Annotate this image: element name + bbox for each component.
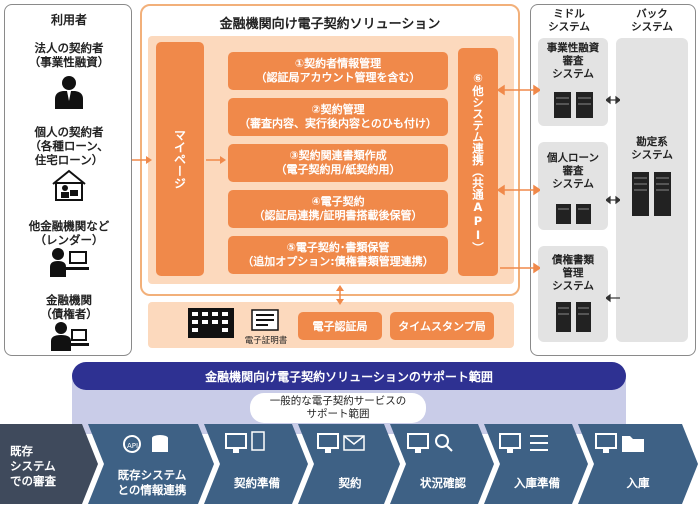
certificate-authority-button[interactable]: 電子認証局 bbox=[298, 312, 382, 340]
flow-step-info-integration bbox=[88, 424, 214, 504]
middle-system-title: ミドル システム bbox=[548, 8, 590, 33]
general-support-scope: 一般的な電子契約サービスのサポート範囲 bbox=[250, 393, 426, 423]
claim-document-system-label: 債権書類管理システム bbox=[552, 254, 594, 292]
users-title: 利用者 bbox=[50, 13, 87, 27]
other-system-integration-button[interactable]: ⑥他システム連携（共通API） bbox=[458, 48, 498, 276]
flow-label-contract: 契約 bbox=[338, 476, 362, 490]
flow-label-status: 状況確認 bbox=[420, 476, 466, 490]
monitor-search-icon bbox=[407, 433, 453, 453]
business-loan-system bbox=[538, 38, 608, 126]
function-storage[interactable]: ⑤電子契約･書類保管（追加オプション:債権書類管理連携） bbox=[228, 236, 448, 274]
function-contractor-info[interactable]: ①契約者情報管理（認証局アカウント管理を含む） bbox=[228, 52, 448, 90]
monitor-checklist-icon bbox=[499, 433, 548, 453]
flow-label-info-integration: 既存システムとの情報連携 bbox=[117, 468, 187, 497]
user-to-mypage-arrow bbox=[132, 156, 152, 164]
core-banking-system-label: 勘定系システム bbox=[631, 136, 673, 161]
process-flow: API bbox=[0, 424, 698, 504]
timestamp-authority-button[interactable]: タイムスタンプ局 bbox=[390, 312, 494, 340]
personal-loan-system-label: 個人ローン審査システム bbox=[547, 152, 599, 190]
user-individual-label: 個人の契約者（各種ローン、住宅ローン） bbox=[29, 125, 109, 167]
business-loan-system-label: 事業性融資審査システム bbox=[546, 42, 600, 80]
mypage-button[interactable]: マイページ bbox=[156, 42, 204, 276]
certificate-label: 電子証明書 bbox=[244, 336, 288, 346]
api-to-systems-arrows bbox=[498, 84, 540, 274]
function-contract-management[interactable]: ②契約管理（審査内容、実行後内容とのひも付け） bbox=[228, 98, 448, 136]
function-document-creation[interactable]: ③契約関連書類作成（電子契約用/紙契約用） bbox=[228, 144, 448, 182]
claim-document-system bbox=[538, 246, 608, 342]
solution-title: 金融機関向け電子契約ソリューション bbox=[219, 16, 441, 32]
business-person-icon bbox=[55, 76, 83, 109]
server-icon bbox=[556, 204, 591, 224]
mypage-to-functions-arrow bbox=[206, 156, 226, 164]
server-icon bbox=[554, 92, 593, 118]
back-system-title: バック システム bbox=[631, 8, 673, 33]
solution-cert-arrow bbox=[336, 285, 344, 305]
user-lender-label: 他金融機関など（レンダー） bbox=[28, 219, 110, 247]
flow-step-storage-prep bbox=[484, 424, 588, 504]
flow-label-existing-review: 既存システムでの審査 bbox=[10, 444, 56, 488]
flow-label-storage: 入庫 bbox=[626, 476, 650, 490]
server-icon bbox=[556, 302, 591, 332]
certificate-icon bbox=[251, 309, 279, 331]
server-icon bbox=[632, 172, 671, 216]
api-database-icon: API bbox=[123, 435, 168, 453]
desk-worker-icon bbox=[50, 248, 89, 277]
flow-step-preparation bbox=[204, 424, 308, 504]
flow-step-storage bbox=[578, 424, 698, 504]
flow-label-preparation: 契約準備 bbox=[234, 476, 280, 490]
user-corporate-label: 法人の契約者（事業性融資） bbox=[28, 41, 110, 69]
home-user-icon bbox=[52, 169, 86, 201]
bank-worker-icon bbox=[51, 322, 89, 351]
users-panel: 利用者 法人の契約者（事業性融資） 個人の契約者（各種ローン、住宅ローン） 他金… bbox=[4, 4, 132, 356]
building-icon bbox=[188, 308, 234, 338]
function-e-contract[interactable]: ④電子契約（認証局連携/証明書搭載後保管） bbox=[228, 190, 448, 228]
core-banking-system bbox=[616, 38, 688, 342]
flow-label-storage-prep: 入庫準備 bbox=[514, 476, 560, 490]
middle-to-back-arrows bbox=[606, 95, 620, 303]
monitor-document-icon bbox=[225, 431, 265, 453]
monitor-folder-icon bbox=[595, 433, 644, 453]
monitor-envelope-icon bbox=[317, 433, 365, 453]
user-bank-label: 金融機関（債権者） bbox=[40, 293, 98, 321]
svg-text:API: API bbox=[127, 442, 138, 450]
flow-step-status bbox=[390, 424, 494, 504]
flow-step-contract bbox=[298, 424, 400, 504]
personal-loan-system bbox=[538, 142, 608, 230]
flow-step-existing-review bbox=[0, 424, 98, 504]
support-scope-title: 金融機関向け電子契約ソリューションのサポート範囲 bbox=[72, 362, 626, 390]
